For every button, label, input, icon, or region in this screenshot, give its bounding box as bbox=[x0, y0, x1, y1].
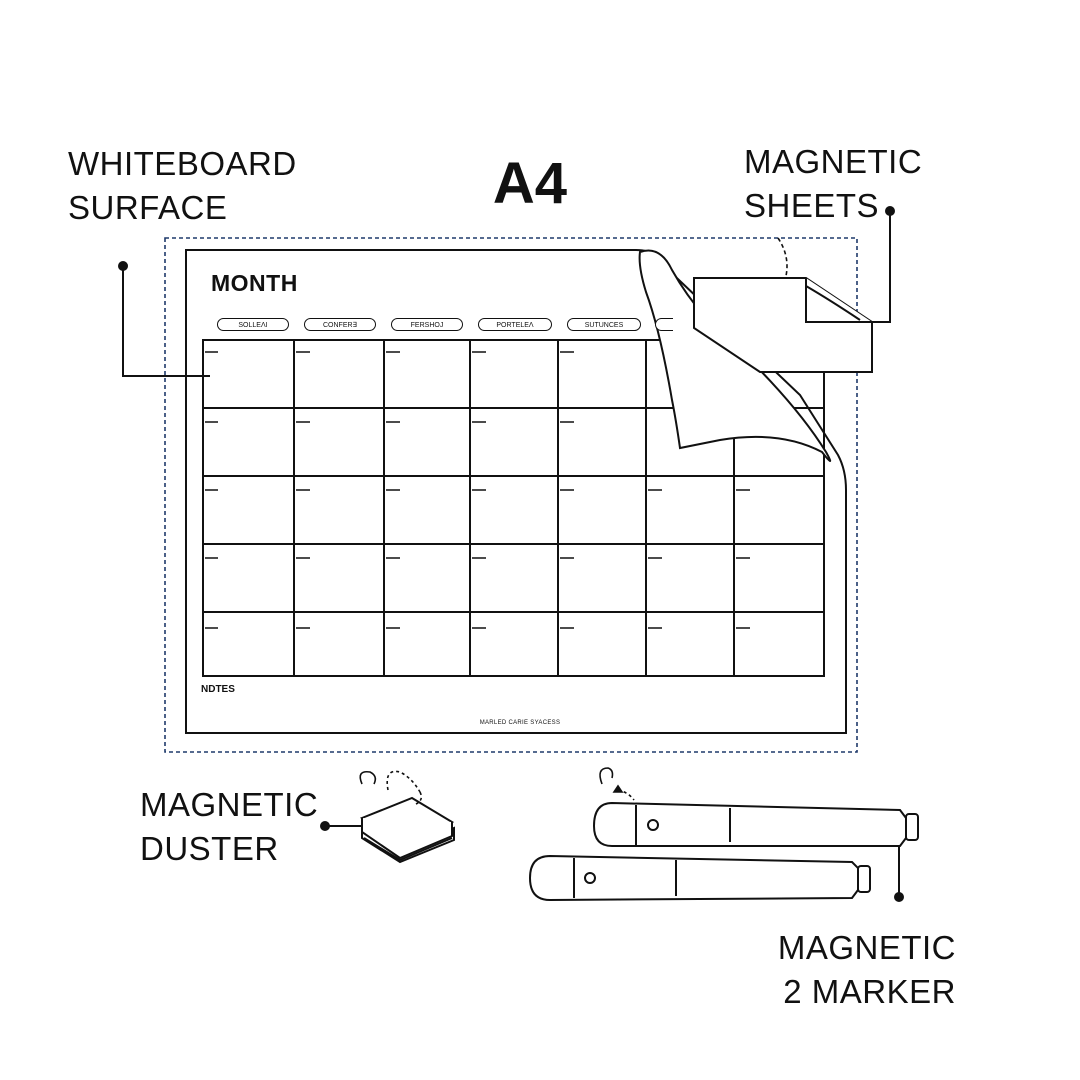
day-pill-6 bbox=[655, 318, 673, 331]
day-pill-4: PORTELEΛ bbox=[478, 318, 552, 331]
magnetic-marker-line-2: 2 MARKER bbox=[783, 973, 956, 1010]
day-pill-5: SUTUNCES bbox=[567, 318, 641, 331]
magnetic-sheets-line-2: SHEETS bbox=[744, 187, 880, 224]
date-marks bbox=[205, 351, 750, 629]
day-pill-1: SOLLEΛI bbox=[217, 318, 289, 331]
marker-upper bbox=[592, 801, 919, 847]
magnetic-duster-label: MAGNETIC DUSTER bbox=[140, 783, 318, 871]
magnetic-marker-line-1: MAGNETIC bbox=[777, 929, 956, 966]
notes-label: NDTES bbox=[201, 684, 235, 695]
whiteboard-surface-label: WHITEBOARD SURFACE bbox=[68, 142, 297, 230]
whiteboard-surface-line-1: WHITEBOARD bbox=[68, 145, 297, 182]
magnetic-duster-line-2: DUSTER bbox=[140, 830, 279, 867]
a4-dashed-frame bbox=[164, 237, 858, 753]
magnetic-sheets-line-1: MAGNETIC bbox=[744, 143, 923, 180]
duster-illustration bbox=[359, 796, 455, 864]
magnetic-sheets-label: MAGNETIC SHEETS bbox=[744, 140, 922, 228]
marker-lower bbox=[528, 854, 871, 902]
magnetic-duster-line-1: MAGNETIC bbox=[140, 786, 319, 823]
magnetic-sheet bbox=[693, 277, 873, 373]
marker-hook-icon bbox=[599, 767, 635, 801]
board-footer-text: MARLED CARIE SYACESS bbox=[479, 720, 561, 726]
day-pill-3: FERSHOJ bbox=[391, 318, 463, 331]
whiteboard-surface-line-2: SURFACE bbox=[68, 189, 228, 226]
day-pill-2: CONFER∃ bbox=[304, 318, 376, 331]
duster-hook-icon bbox=[359, 770, 423, 805]
magnetic-marker-label: MAGNETIC 2 MARKER bbox=[776, 926, 956, 1014]
format-title: A4 bbox=[492, 151, 568, 216]
sheet-curl-dash bbox=[777, 237, 788, 277]
calendar-month-heading: MONTH bbox=[211, 270, 298, 296]
